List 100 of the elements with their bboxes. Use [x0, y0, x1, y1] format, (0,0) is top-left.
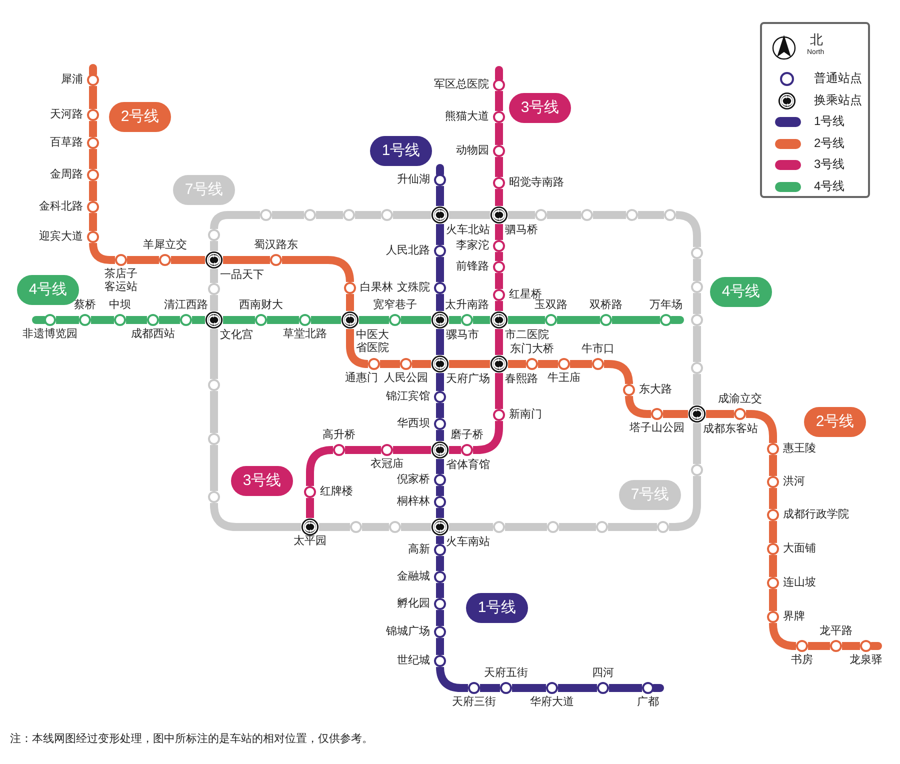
metro-line — [512, 684, 546, 692]
station-name: 成都行政学院 — [783, 508, 849, 522]
metro-line — [401, 523, 431, 531]
metro-line — [223, 256, 270, 264]
station-name: 惠王陵 — [783, 442, 816, 456]
metro-line — [495, 123, 503, 145]
metro-line — [436, 638, 444, 655]
metro-line — [210, 329, 218, 379]
metro-line — [306, 446, 336, 486]
station-marker — [493, 79, 505, 91]
metro-line — [769, 555, 777, 577]
metro-line — [436, 403, 444, 418]
metro-line — [401, 316, 431, 324]
metro-line — [346, 294, 354, 311]
station-name: 熊猫大道 — [445, 110, 489, 124]
metro-line — [495, 329, 503, 355]
station-marker — [159, 254, 171, 266]
station-marker — [114, 314, 126, 326]
station-marker — [500, 682, 512, 694]
metro-line — [436, 536, 444, 544]
metro-line — [436, 610, 444, 626]
station-marker — [592, 358, 604, 370]
station-marker — [434, 391, 446, 403]
metro-line — [449, 523, 493, 531]
line-badge: 3号线 — [231, 466, 293, 496]
station-marker — [691, 314, 703, 326]
station-marker — [208, 229, 220, 241]
metro-line — [559, 523, 596, 531]
metro-line — [393, 446, 431, 454]
metro-line — [126, 316, 147, 324]
metro-line — [89, 181, 97, 201]
station-name: 东大路 — [639, 384, 672, 396]
station-name: 金科北路 — [39, 200, 83, 214]
station-marker — [87, 169, 99, 181]
station-name: 龙平路 — [820, 625, 852, 638]
station-marker — [623, 384, 635, 396]
metro-line — [508, 360, 526, 368]
station-name: 成都西站 — [131, 328, 175, 341]
station-name: 清江西路 — [164, 299, 208, 312]
station-name: 广都 — [637, 696, 659, 709]
transfer-station-marker — [490, 206, 508, 224]
station-name: 龙泉驿 — [850, 654, 882, 667]
line-badge: 2号线 — [804, 407, 866, 437]
station-marker — [461, 444, 473, 456]
metro-line — [436, 583, 444, 598]
station-name: 茶店子客运站 — [104, 268, 138, 294]
station-marker — [180, 314, 192, 326]
station-name: 书房 — [791, 654, 813, 667]
station-marker — [270, 254, 282, 266]
station-name: 世纪城 — [397, 654, 430, 668]
metro-line — [436, 373, 444, 391]
station-name: 华府大道 — [530, 696, 574, 709]
station-name: 界牌 — [783, 610, 805, 624]
transfer-station-marker — [301, 518, 319, 536]
metro-line — [495, 252, 503, 261]
station-name: 连山坡 — [783, 576, 816, 590]
station-marker — [545, 314, 557, 326]
station-name: 大面铺 — [783, 542, 816, 556]
station-marker — [255, 314, 267, 326]
transfer-station-marker — [431, 518, 449, 536]
station-marker — [79, 314, 91, 326]
station-marker — [304, 486, 316, 498]
metro-line — [508, 211, 535, 219]
metro-line — [171, 256, 205, 264]
metro-line — [192, 316, 205, 324]
metro-line — [267, 316, 299, 324]
station-marker — [87, 201, 99, 213]
station-marker — [796, 640, 808, 652]
station-marker — [767, 543, 779, 555]
station-marker — [734, 408, 746, 420]
station-marker — [434, 655, 446, 667]
metro-line — [495, 91, 503, 111]
metro-line — [436, 556, 444, 571]
station-name: 非遗博览园 — [22, 328, 78, 341]
station-name: 天府广场 — [446, 373, 490, 386]
station-marker — [304, 209, 316, 221]
metro-line — [706, 410, 734, 418]
station-marker — [767, 611, 779, 623]
station-name: 双桥路 — [590, 299, 622, 312]
metro-line — [842, 642, 860, 650]
station-marker — [860, 640, 872, 652]
station-marker — [208, 433, 220, 445]
metro-line — [449, 446, 461, 454]
metro-line — [436, 257, 444, 282]
station-marker — [767, 577, 779, 589]
station-marker — [596, 521, 608, 533]
station-marker — [208, 379, 220, 391]
metro-line — [558, 684, 597, 692]
station-name: 牛市口 — [582, 343, 614, 356]
metro-line — [89, 213, 97, 231]
station-name: 文化宫 — [220, 329, 253, 342]
station-name: 万年场 — [650, 299, 682, 312]
station-name: 塔子山公园 — [630, 422, 684, 435]
station-marker — [208, 283, 220, 295]
metro-line — [769, 455, 777, 476]
metro-line — [436, 486, 444, 496]
metro-line — [306, 498, 314, 518]
metro-line — [272, 211, 304, 219]
metro-line — [480, 684, 500, 692]
transfer-station-marker — [205, 311, 223, 329]
